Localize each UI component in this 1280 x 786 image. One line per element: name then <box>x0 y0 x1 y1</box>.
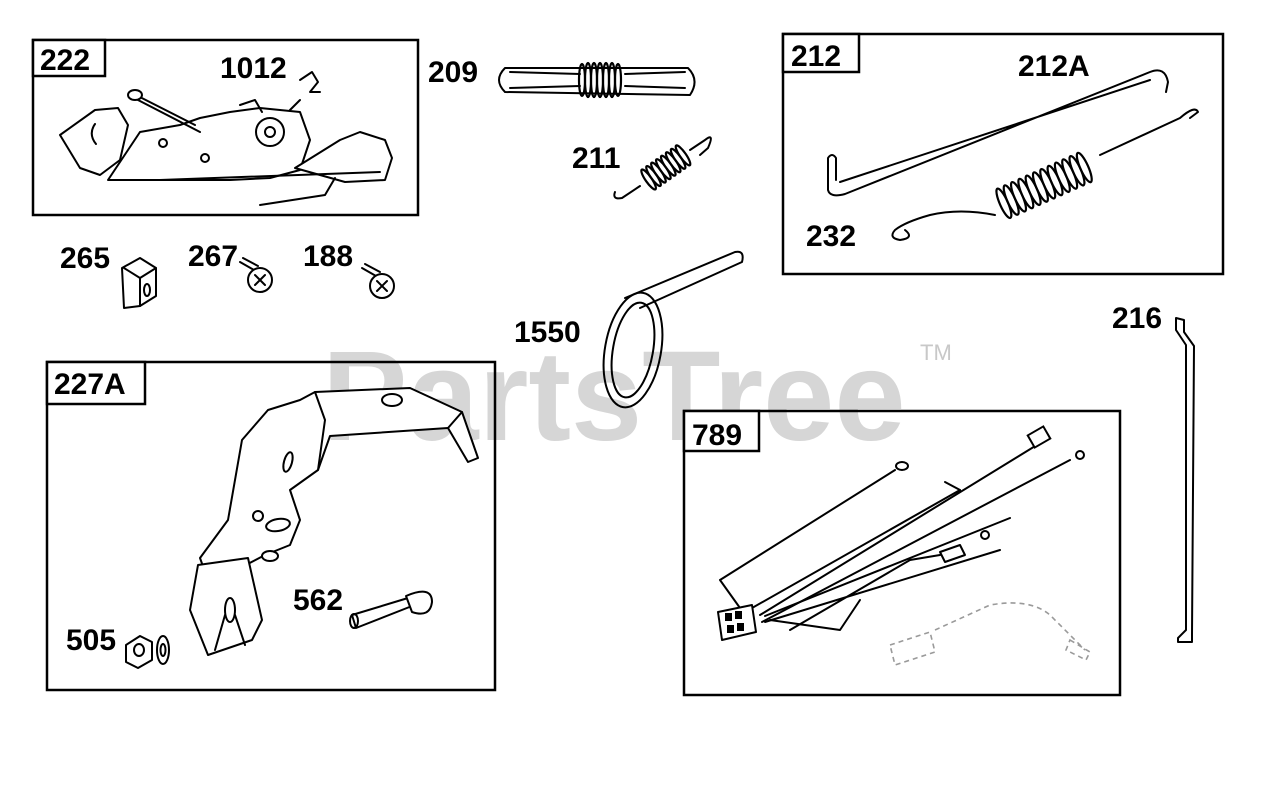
callout-216: 216 <box>1112 302 1162 335</box>
part-group-222[interactable]: 222 1012 <box>31 38 420 217</box>
part-188-screw[interactable]: 188 <box>303 240 395 299</box>
part-group-212[interactable]: 212 212A 232 <box>781 32 1225 276</box>
callout-212A: 212A <box>1018 50 1090 83</box>
callout-267: 267 <box>188 240 238 273</box>
part-group-789[interactable]: 789 <box>682 409 1122 697</box>
box-label-212: 212 <box>791 40 841 73</box>
box-label-222: 222 <box>40 44 90 77</box>
callout-562: 562 <box>293 584 343 617</box>
box-label-227A: 227A <box>54 368 126 401</box>
part-265-clip[interactable]: 265 <box>60 242 157 309</box>
nut-and-washer-505 <box>125 635 170 669</box>
callout-232: 232 <box>806 220 856 253</box>
governor-spring-hook <box>1099 108 1199 156</box>
governor-control-bracket <box>59 89 393 206</box>
part-216-rod[interactable]: 216 <box>1112 302 1195 643</box>
optional-harness-dashed <box>889 602 1092 667</box>
part-group-227A[interactable]: 227A 562 505 <box>45 360 497 692</box>
control-bracket-227A <box>189 387 479 656</box>
part-211-extension-spring[interactable]: 211 <box>572 136 712 200</box>
watermark-trademark: TM <box>920 340 952 365</box>
governor-link-rod-212A <box>827 69 1169 197</box>
callout-211: 211 <box>572 142 620 175</box>
part-267-screw[interactable]: 267 <box>188 240 273 293</box>
wire-harness-789 <box>717 425 1085 641</box>
part-209-extension-spring[interactable]: 209 <box>428 56 696 99</box>
carriage-bolt-562 <box>349 590 433 629</box>
callout-265: 265 <box>60 242 110 275</box>
callout-1550: 1550 <box>514 316 581 349</box>
part-1550-torsion-spring[interactable]: 1550 <box>514 250 744 412</box>
callout-209: 209 <box>428 56 478 89</box>
spring-clip-1012 <box>299 71 321 93</box>
callout-188: 188 <box>303 240 353 273</box>
callout-1012: 1012 <box>220 52 287 85</box>
box-label-789: 789 <box>692 419 742 452</box>
callout-505: 505 <box>66 624 116 657</box>
governor-spring-232 <box>995 151 1093 220</box>
